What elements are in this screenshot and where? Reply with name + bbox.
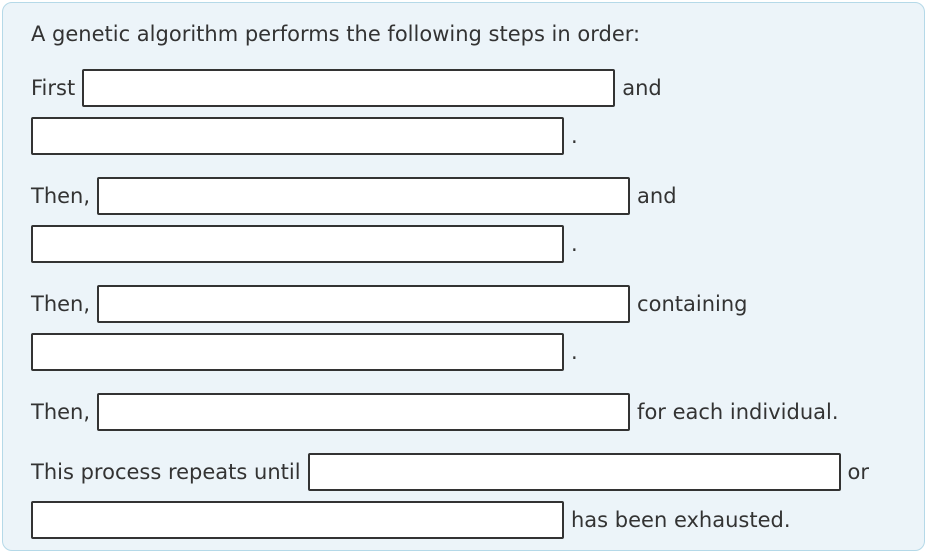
step5-blank-a[interactable]	[307, 453, 841, 492]
label-repeats-until: This process repeats until	[31, 460, 301, 485]
fill-blank-row: .	[31, 333, 896, 372]
step5-blank-b[interactable]	[31, 501, 564, 540]
step4-blank[interactable]	[97, 393, 631, 432]
fill-blank-row: Then, for each individual.	[31, 393, 896, 432]
sentence-period-2: .	[571, 232, 578, 257]
label-first: First	[31, 76, 76, 101]
fill-blank-row: Then, containing	[31, 285, 896, 324]
step3-blank-b[interactable]	[31, 333, 564, 372]
fill-blank-row: has been exhausted.	[31, 501, 896, 540]
label-then-1: Then,	[31, 184, 91, 209]
step2-blank-a[interactable]	[97, 177, 631, 216]
fill-blank-row: First and	[31, 69, 896, 108]
question-prompt: A genetic algorithm performs the followi…	[31, 22, 641, 46]
connector-or: or	[847, 460, 870, 485]
label-then-3: Then,	[31, 400, 91, 425]
connector-containing: containing	[637, 292, 748, 317]
fill-blank-row: .	[31, 117, 896, 156]
fill-blank-row: .	[31, 225, 896, 264]
fill-blank-row: Then, and	[31, 177, 896, 216]
connector-and-2: and	[637, 184, 677, 209]
step1-blank-b[interactable]	[31, 117, 564, 156]
connector-and-1: and	[622, 76, 662, 101]
step1-blank-a[interactable]	[82, 69, 616, 108]
suffix-has-been-exhausted: has been exhausted.	[571, 508, 791, 533]
label-then-2: Then,	[31, 292, 91, 317]
fill-blank-row: This process repeats until or	[31, 453, 896, 492]
step3-blank-a[interactable]	[97, 285, 631, 324]
step2-blank-b[interactable]	[31, 225, 564, 264]
suffix-for-each-individual: for each individual.	[637, 400, 839, 425]
sentence-period-1: .	[571, 124, 578, 149]
sentence-period-3: .	[571, 340, 578, 365]
